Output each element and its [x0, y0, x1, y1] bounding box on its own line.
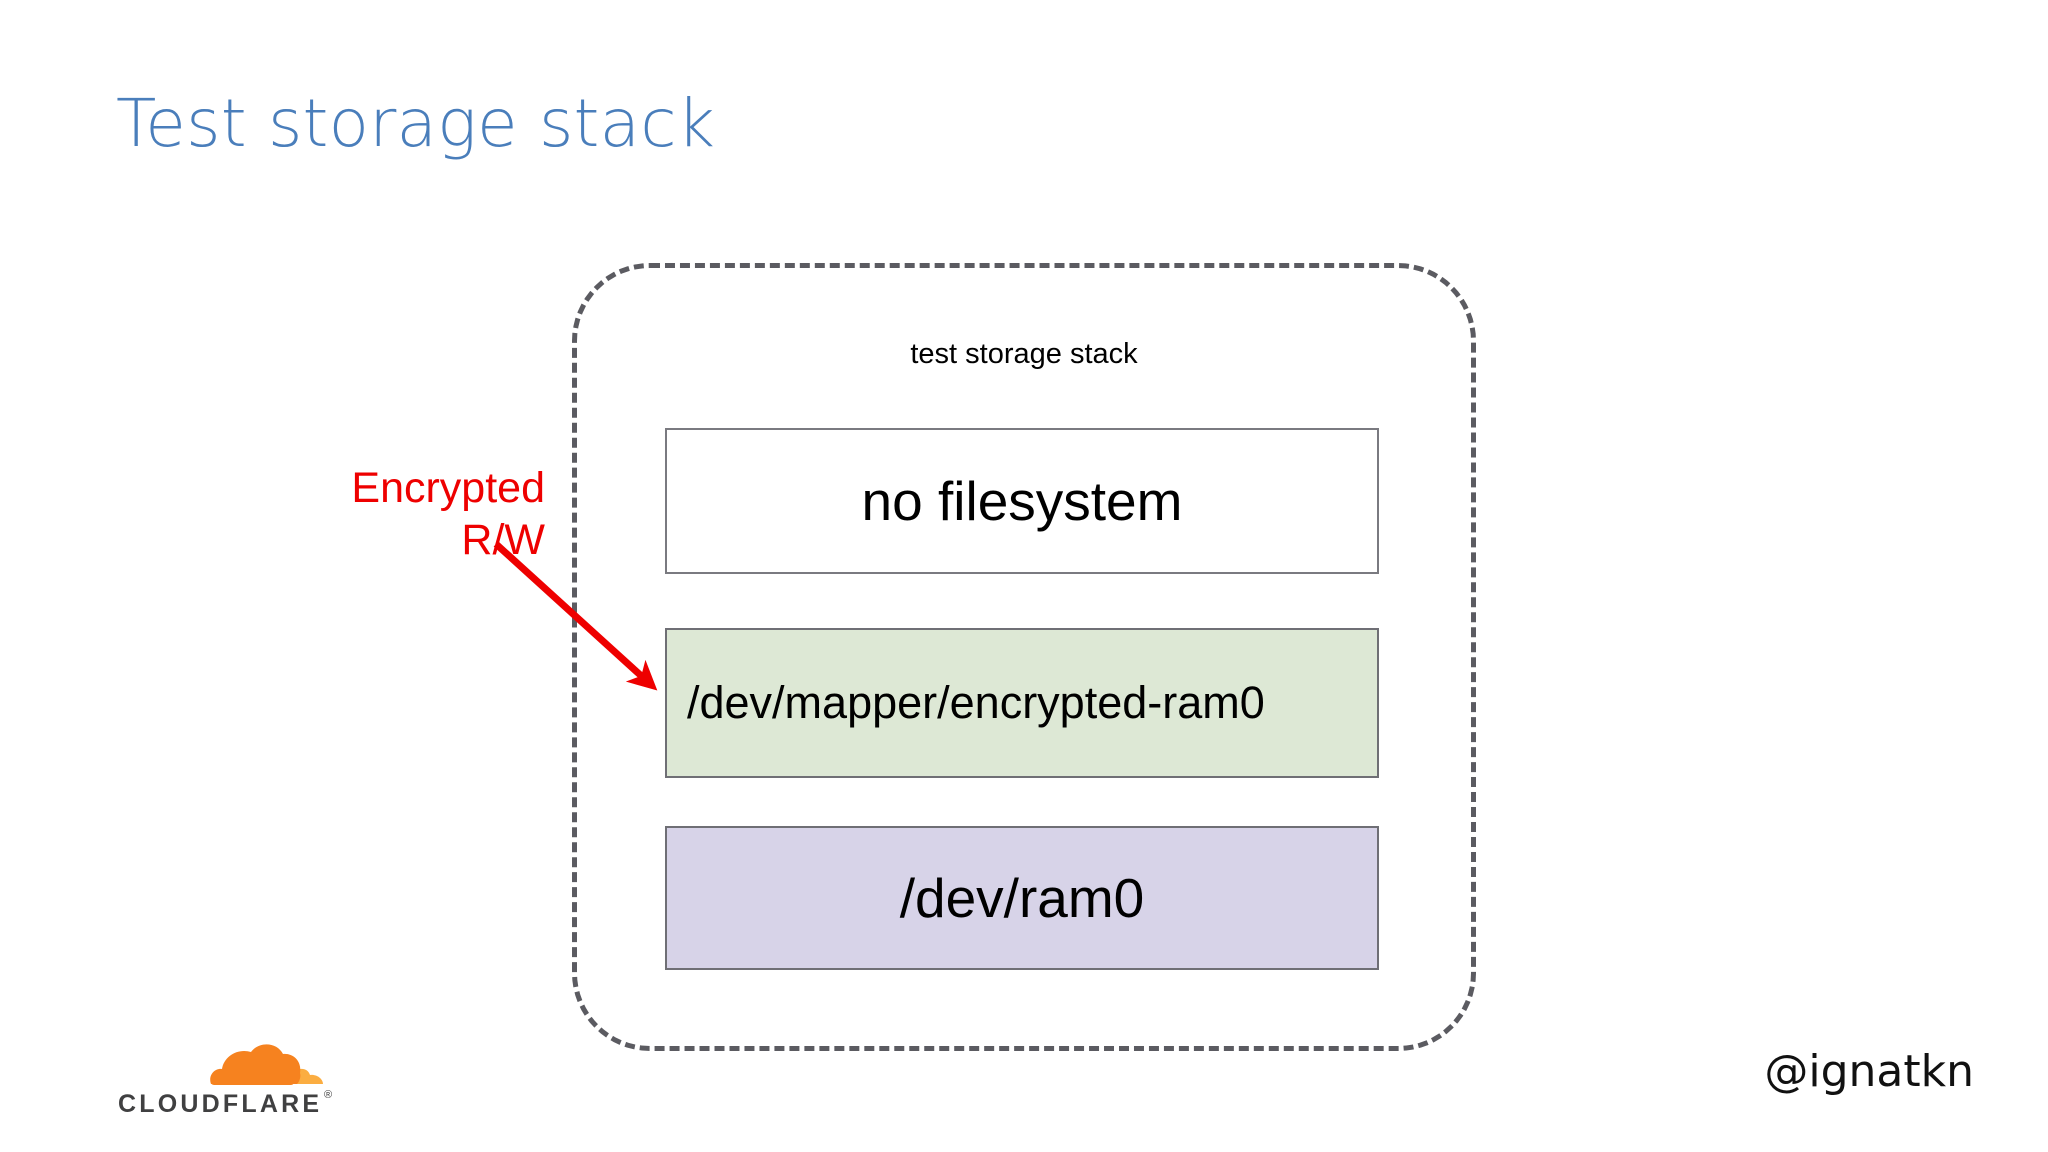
- stack-container-label: test storage stack: [910, 338, 1138, 370]
- cloudflare-logo: CLOUDFLARE ®: [118, 1044, 332, 1118]
- annotation-encrypted-rw-label: Encrypted R/W: [250, 462, 545, 567]
- twitter-handle: @ignatkn: [1764, 1046, 1974, 1097]
- annotation-line-1: Encrypted: [351, 464, 545, 512]
- layer-label-ram0: /dev/ram0: [899, 867, 1145, 929]
- layer-box-ram0: /dev/ram0: [665, 826, 1379, 970]
- layer-label-encrypted-ram0: /dev/mapper/encrypted-ram0: [687, 677, 1265, 728]
- cloudflare-wordmark: CLOUDFLARE: [118, 1090, 322, 1118]
- annotation-line-2: R/W: [461, 516, 545, 565]
- page-title: Test storage stack: [116, 85, 716, 162]
- layer-label-no-filesystem: no filesystem: [861, 470, 1183, 532]
- cloudflare-cloud-icon: [210, 1044, 323, 1085]
- cloudflare-trademark: ®: [324, 1089, 332, 1101]
- layer-box-encrypted-ram0: /dev/mapper/encrypted-ram0: [665, 628, 1379, 778]
- layer-box-no-filesystem: no filesystem: [665, 428, 1379, 574]
